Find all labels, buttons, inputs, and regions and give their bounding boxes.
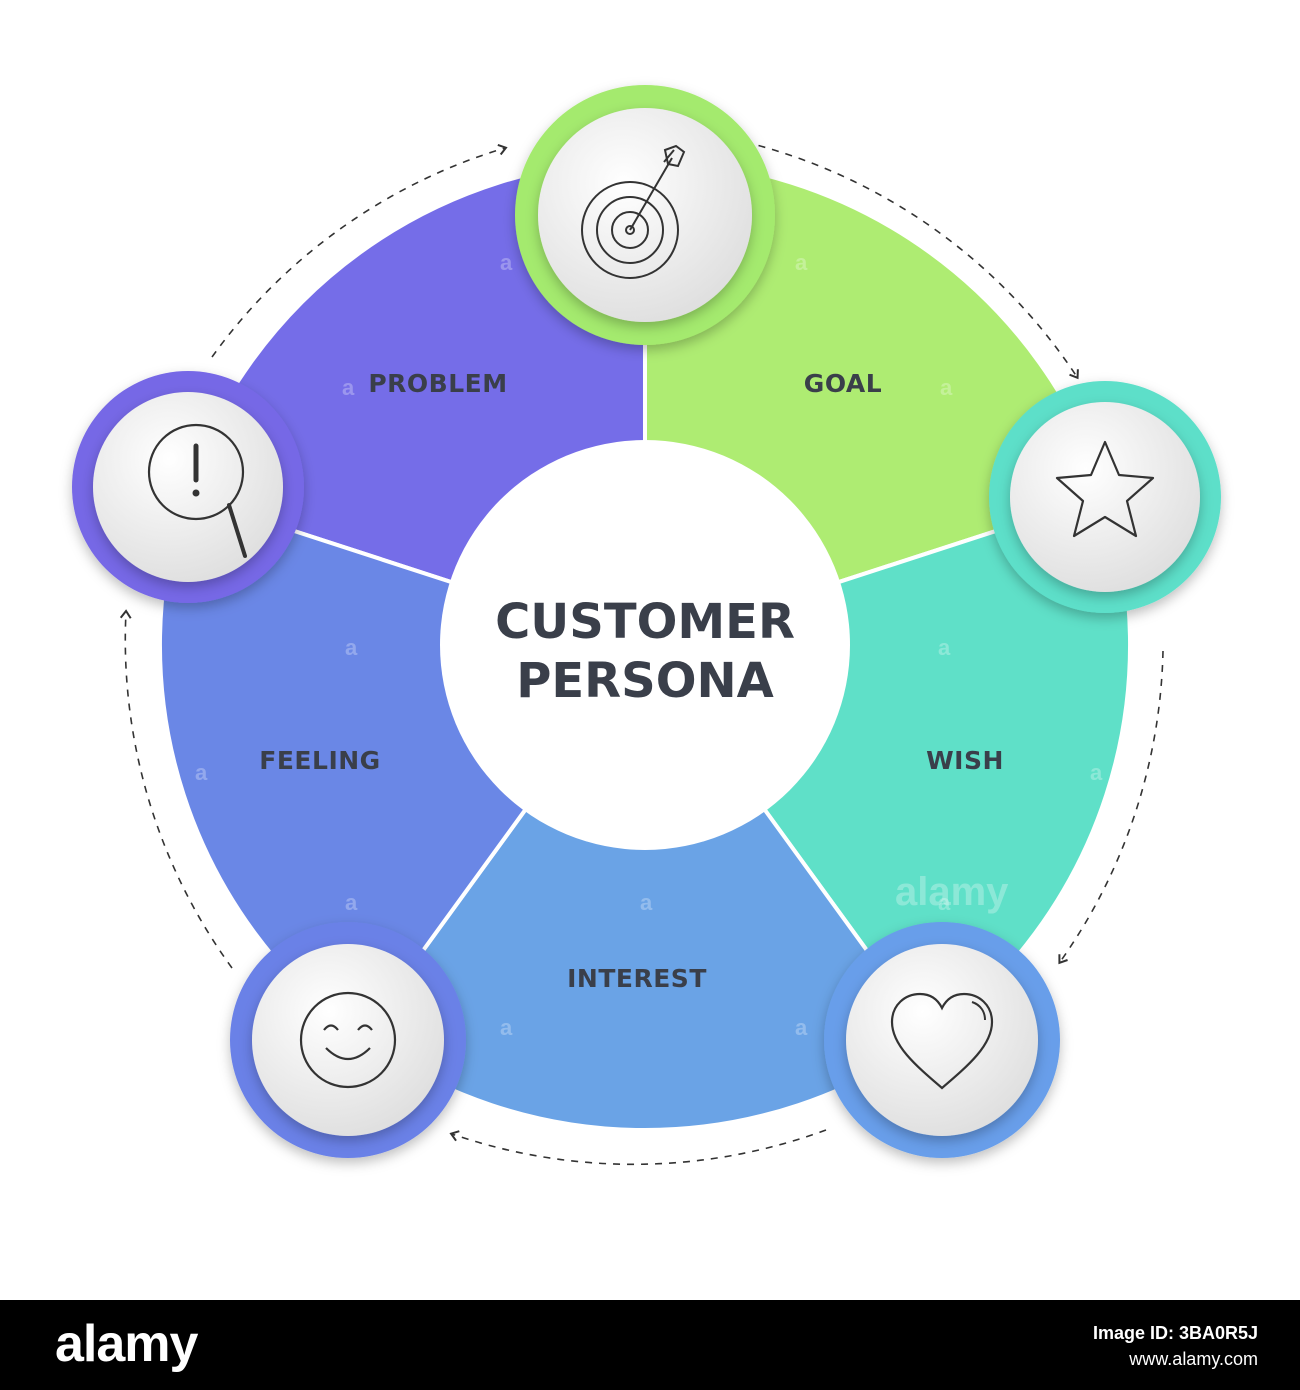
target-arrow-icon: [581, 144, 686, 279]
smiley-face-icon: [299, 991, 397, 1089]
arrow-interest-to-feeling: [449, 1129, 827, 1166]
magnifier-exclamation-icon: [147, 423, 247, 558]
site-url: www.alamy.com: [1129, 1349, 1258, 1369]
center-title-line1: CUSTOMER: [495, 594, 795, 650]
svg-text:a: a: [795, 250, 808, 275]
arrow-problem-to-goal: [211, 143, 508, 358]
badge-interest[interactable]: [824, 922, 1060, 1158]
stock-footer: alamy Image ID: 3BA0R5J www.alamy.com: [0, 1300, 1300, 1390]
footer-logo: alamy: [55, 1315, 198, 1373]
center-circle: [440, 440, 850, 850]
svg-text:a: a: [938, 890, 951, 915]
label-interest: INTEREST: [567, 964, 707, 993]
svg-text:a: a: [795, 1015, 808, 1040]
arrow-feeling-to-problem: [119, 609, 233, 969]
badge-feeling[interactable]: [230, 922, 466, 1158]
pie-segments: [158, 157, 1132, 1133]
badge-problem[interactable]: [72, 371, 304, 603]
arrow-goal-to-wish: [744, 141, 1079, 380]
svg-text:a: a: [345, 890, 358, 915]
svg-text:a: a: [640, 890, 653, 915]
footer-meta: Image ID: 3BA0R5J www.alamy.com: [1093, 1320, 1258, 1372]
label-problem: PROBLEM: [368, 369, 507, 398]
heart-icon: [890, 992, 994, 1090]
cycle-arrows: [119, 141, 1164, 1166]
svg-text:a: a: [342, 375, 355, 400]
badge-wish[interactable]: [989, 381, 1221, 613]
star-icon: [1055, 440, 1155, 538]
svg-text:a: a: [345, 635, 358, 660]
customer-persona-diagram: a a a a a a a a a a a a a a alamy alamy …: [72, 85, 1221, 1166]
svg-text:a: a: [195, 760, 208, 785]
arrow-wish-to-interest: [1058, 650, 1164, 965]
image-id: Image ID: 3BA0R5J: [1092, 1323, 1258, 1343]
center-title-line2: PERSONA: [516, 653, 774, 709]
svg-text:a: a: [500, 250, 513, 275]
svg-text:a: a: [1090, 760, 1103, 785]
svg-text:a: a: [940, 375, 953, 400]
svg-text:a: a: [938, 635, 951, 660]
watermark-text: alamy: [895, 870, 1009, 914]
label-feeling: FEELING: [259, 746, 380, 775]
svg-text:a: a: [500, 1015, 513, 1040]
label-wish: WISH: [926, 746, 1004, 775]
label-goal: GOAL: [804, 369, 882, 398]
badge-goal[interactable]: [515, 85, 775, 345]
